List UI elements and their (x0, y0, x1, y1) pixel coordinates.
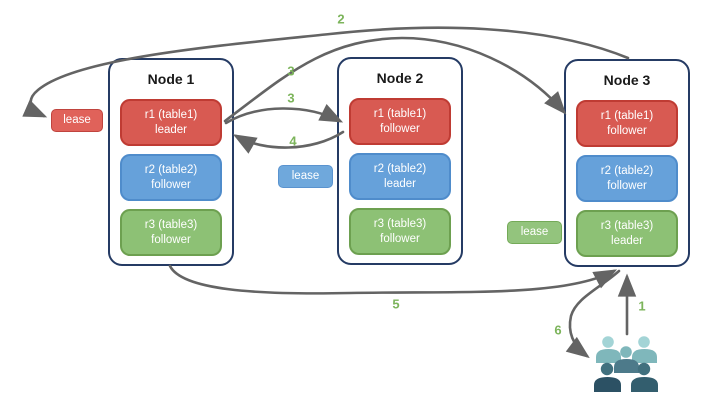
replica-role: follower (380, 122, 420, 135)
node-2-replica-r3: r3 (table3) follower (349, 208, 451, 255)
replica-name: r2 (table2) (373, 162, 427, 175)
lease-badge-red: lease (51, 109, 103, 132)
replica-role: leader (384, 177, 416, 190)
arrow-label-3a: 3 (287, 63, 295, 79)
replica-role: follower (151, 233, 191, 246)
node-1-title: Node 1 (147, 71, 195, 87)
arrow-step5-path (168, 264, 618, 295)
node-2: Node 2 r1 (table1) follower r2 (table2) … (337, 57, 463, 265)
node-3-title: Node 3 (603, 72, 651, 88)
node-3-replica-r1: r1 (table1) follower (576, 100, 678, 147)
node-2-title: Node 2 (376, 70, 424, 86)
replica-name: r1 (table1) (144, 108, 198, 121)
lease-badge-green: lease (507, 221, 562, 244)
replica-role: leader (155, 123, 187, 136)
arrow-label-6: 6 (554, 322, 562, 338)
node-2-replica-r2: r2 (table2) leader (349, 153, 451, 200)
replica-name: r3 (table3) (373, 217, 427, 230)
replica-name: r2 (table2) (144, 163, 198, 176)
node-3-replica-r2: r2 (table2) follower (576, 155, 678, 202)
node-3: Node 3 r1 (table1) follower r2 (table2) … (564, 59, 690, 267)
node-3-replica-r3: r3 (table3) leader (576, 210, 678, 257)
replica-name: r2 (table2) (600, 164, 654, 177)
replica-name: r3 (table3) (144, 218, 198, 231)
replica-role: follower (607, 124, 647, 137)
arrow-label-4: 4 (289, 133, 297, 149)
replica-name: r1 (table1) (600, 109, 654, 122)
arrow-step6-path (565, 269, 621, 359)
lease-badge-blue: lease (278, 165, 333, 188)
node-2-replica-r1: r1 (table1) follower (349, 98, 451, 145)
replica-name: r1 (table1) (373, 107, 427, 120)
node-1-replica-r2: r2 (table2) follower (120, 154, 222, 201)
replica-role: follower (151, 178, 191, 191)
node-1: Node 1 r1 (table1) leader r2 (table2) fo… (108, 58, 234, 266)
arrow-label-3b: 3 (287, 90, 295, 106)
replica-role: follower (607, 179, 647, 192)
arrow-label-1: 1 (638, 298, 646, 314)
replica-name: r3 (table3) (600, 219, 654, 232)
arrow-step3-short-path (224, 103, 344, 125)
node-1-replica-r1: r1 (table1) leader (120, 99, 222, 146)
replica-role: leader (611, 234, 643, 247)
node-1-replica-r3: r3 (table3) follower (120, 209, 222, 256)
arrow-label-5: 5 (392, 296, 400, 312)
replica-role: follower (380, 232, 420, 245)
arrow-label-2: 2 (337, 11, 345, 27)
